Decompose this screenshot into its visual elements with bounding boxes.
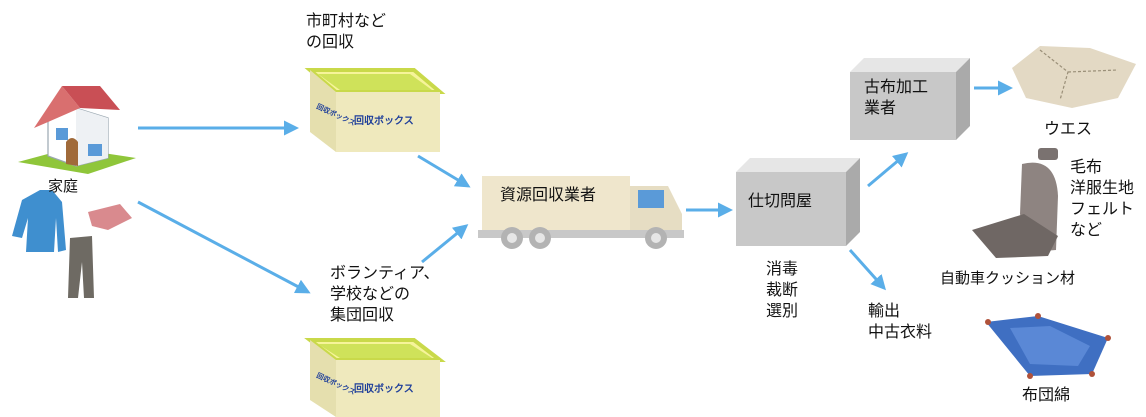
car-cushion-materials-label: 毛布 洋服生地 フェルト など [1070, 157, 1135, 239]
arrow-sorter-to-rag-processor [867, 152, 909, 188]
collection-box-top [304, 68, 446, 152]
box-bottom-front-label: 回収ボックス [354, 382, 414, 395]
export-label: 輸出 中古衣料 [868, 301, 933, 341]
collector-label: 資源回収業者 [500, 185, 597, 204]
collection-box-bottom [304, 338, 446, 417]
car-cushion-label: 自動車クッション材 [940, 269, 1076, 287]
rag-processor-cube [850, 58, 970, 140]
house-icon [18, 86, 136, 174]
truck-icon [478, 176, 684, 249]
rag-processor-label: 古布加工 業者 [864, 77, 929, 117]
arrow-household-to-volunteer [137, 200, 311, 294]
futon-label: 布団綿 [1022, 385, 1071, 404]
waste-cloth-icon [1012, 46, 1136, 108]
municipal-collection-label: 市町村など の回収 [306, 11, 387, 51]
sorter-cube [736, 158, 860, 246]
pants-icon [68, 236, 94, 298]
shirt-icon [12, 190, 66, 252]
box-top-front-label: 回収ボックス [354, 114, 414, 127]
car-seat-icon [972, 148, 1058, 258]
waste-cloth-label: ウエス [1044, 119, 1093, 138]
arrow-sorter-to-export [848, 248, 887, 291]
futon-icon [985, 313, 1111, 379]
arrow-municipal-to-collector [417, 154, 471, 188]
volunteer-collection-label: ボランティア、 学校などの 集団回収 [330, 263, 440, 324]
household-label: 家庭 [48, 177, 79, 195]
arrow-volunteer-to-collector [421, 224, 469, 264]
sorter-tasks-label: 消毒 裁断 選別 [766, 259, 799, 320]
sorter-label: 仕切問屋 [748, 191, 813, 210]
cloth-icon [88, 204, 132, 230]
